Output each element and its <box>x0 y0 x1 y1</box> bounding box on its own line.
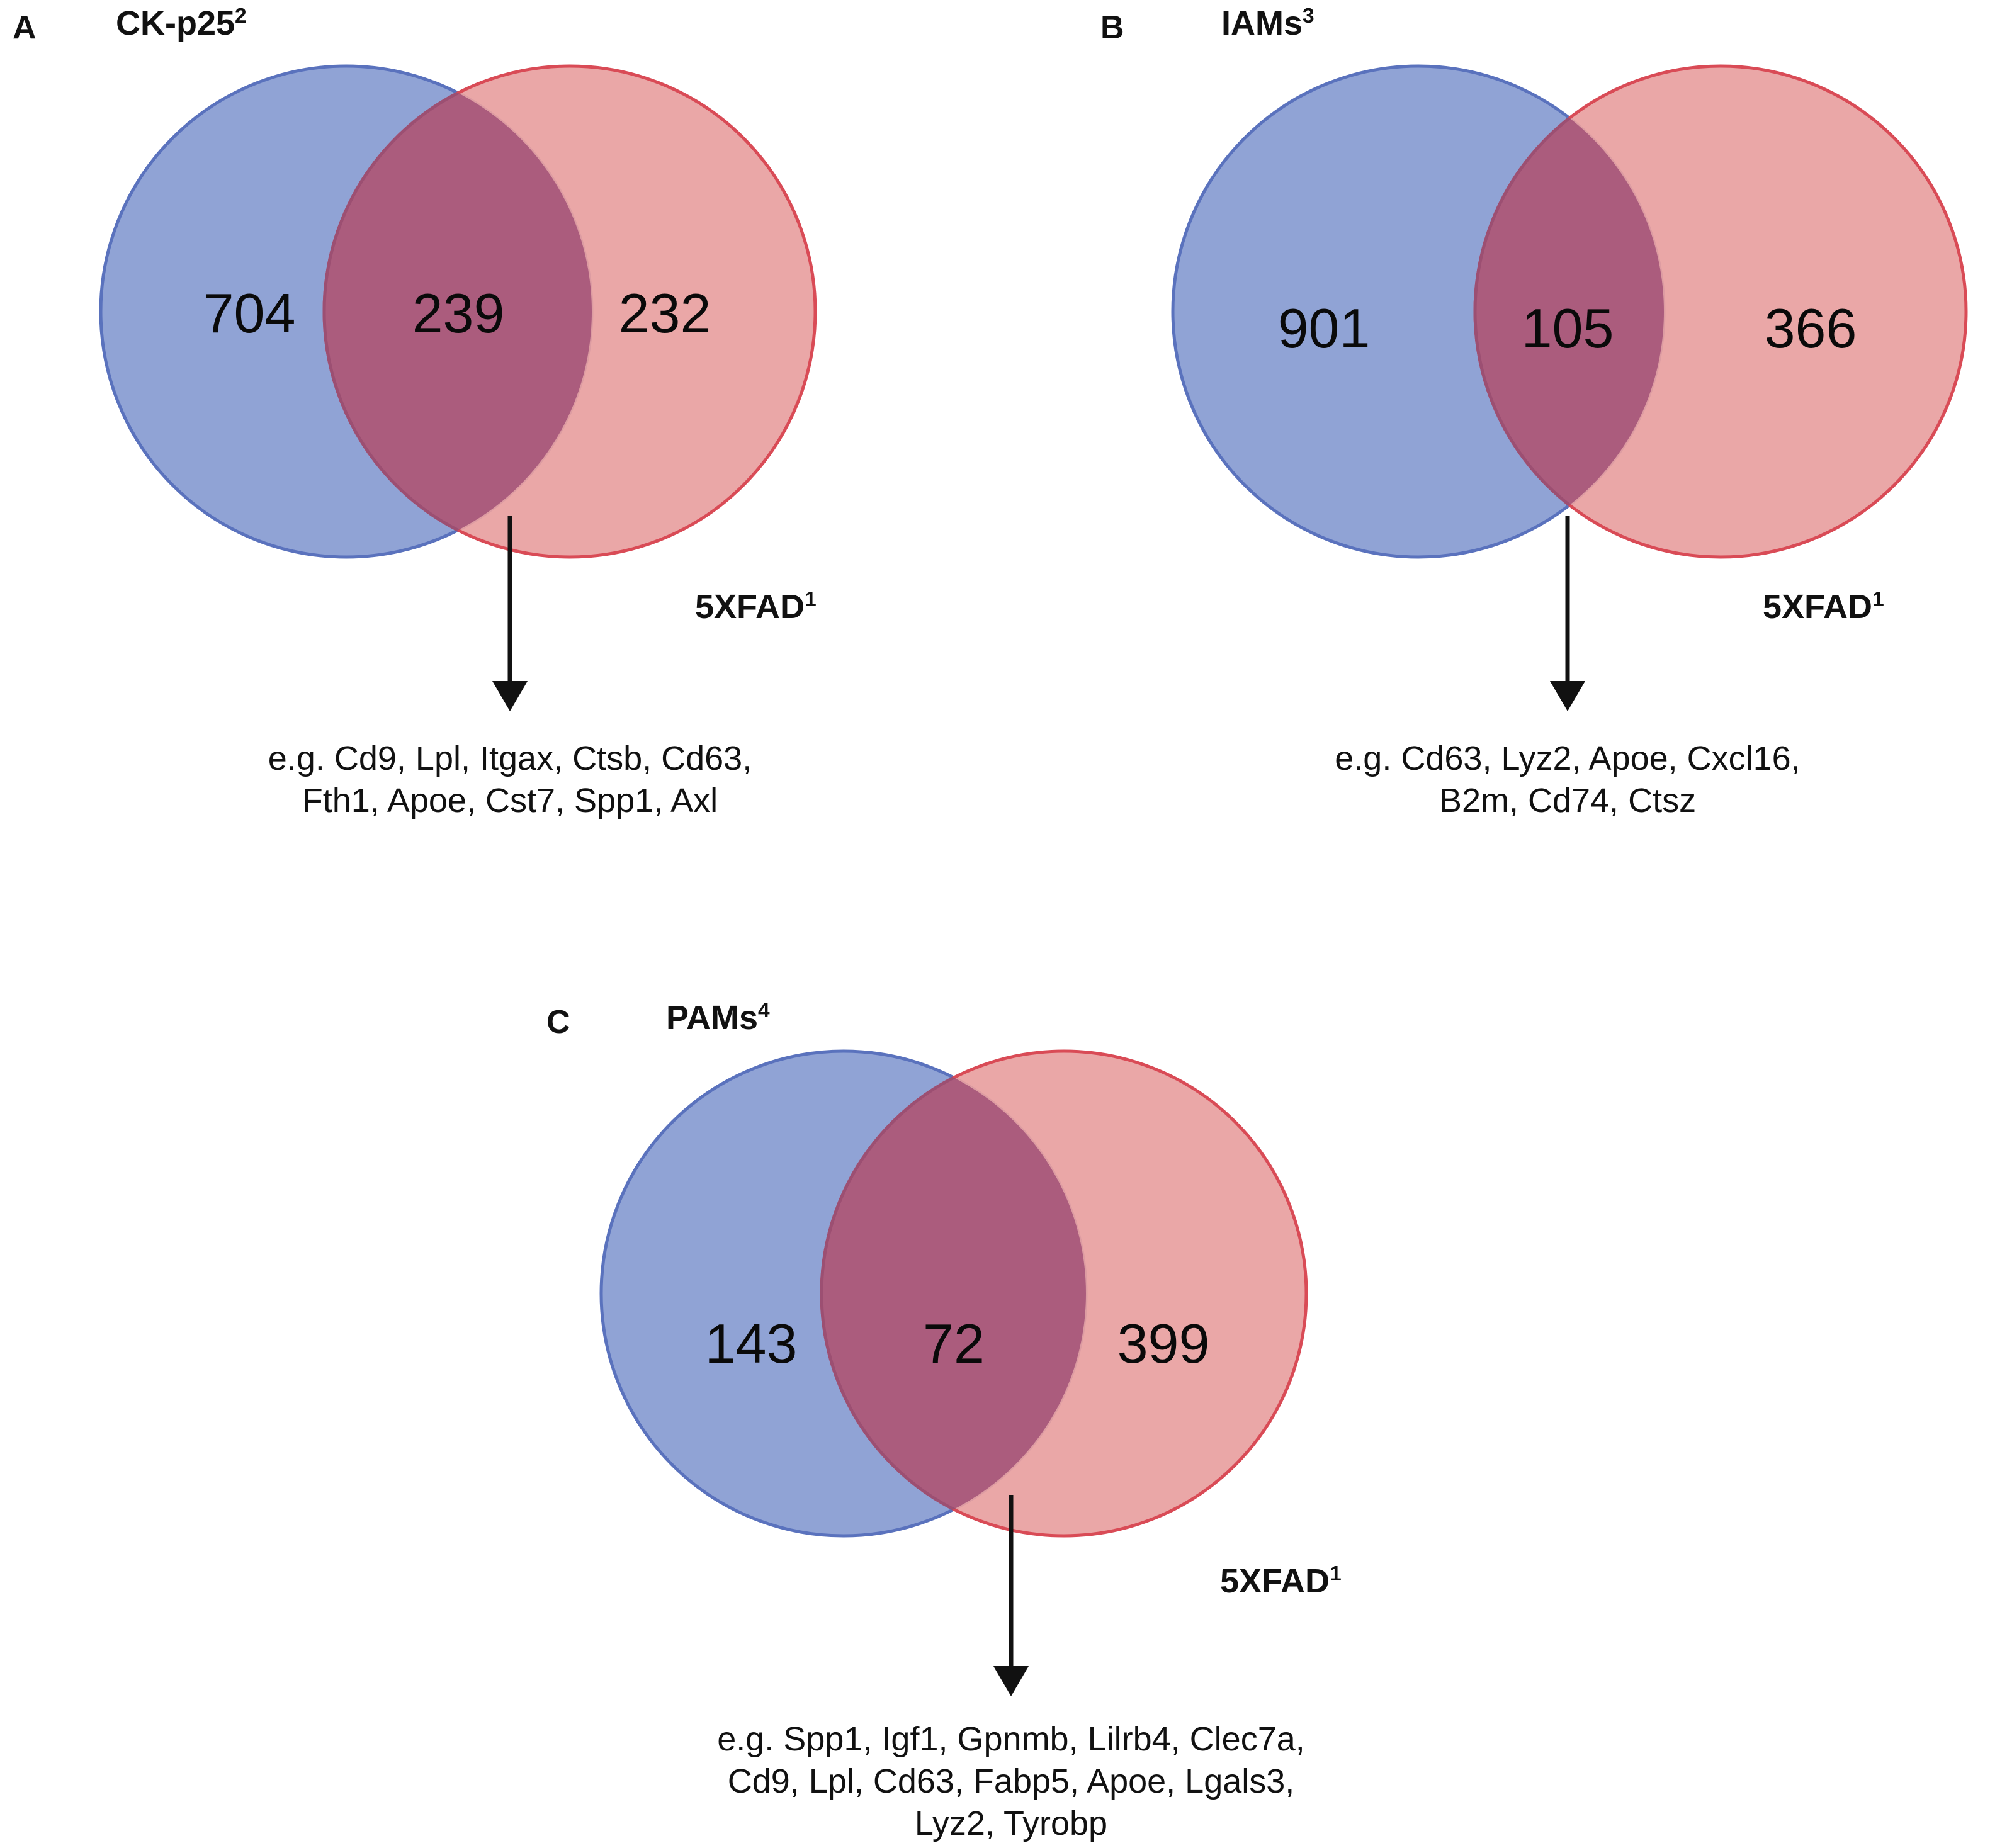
panel-a-letter: A <box>13 9 37 46</box>
panel-c-right-set-name: 5XFAD <box>1220 1562 1330 1600</box>
panel-a-gene-line-1: e.g. Cd9, Lpl, Itgax, Ctsb, Cd63, <box>268 740 752 777</box>
panel-b-right-set-name: 5XFAD <box>1763 588 1873 626</box>
panel-a-gene-line-2: Fth1, Apoe, Cst7, Spp1, Axl <box>302 781 718 820</box>
panel-c-right-set-label-visible: 5XFAD1 <box>1220 1562 1342 1600</box>
panel-b-shared-gene-list: e.g. Cd63, Lyz2, Apoe, Cxcl16, B2m, Cd74… <box>1335 738 1800 822</box>
panel-c-count-right-only: 399 <box>1117 1312 1210 1375</box>
panel-b-left-set-name: IAMs <box>1221 4 1303 42</box>
panel-b-arrow <box>1550 516 1585 711</box>
panel-b-venn-diagram: 901 105 366 <box>1170 57 2001 573</box>
panel-a-left-set-superscript: 2 <box>235 4 247 28</box>
panel-a-left-set-name: CK-p25 <box>116 4 235 42</box>
panel-a-right-set-name: 5XFAD <box>695 588 805 626</box>
panel-a-right-set-label: 5XFAD1 <box>695 588 817 626</box>
panel-b-letter: B <box>1100 9 1125 46</box>
panel-c-shared-gene-list: e.g. Spp1, Igf1, Gpnmb, Lilrb4, Clec7a, … <box>717 1718 1305 1845</box>
panel-a-overlap-region <box>322 66 592 557</box>
panel-a: A CK-p252 704 239 232 5XFAD1 <box>0 0 982 881</box>
panel-b-gene-line-2: B2m, Cd74, Ctsz <box>1439 781 1697 820</box>
panel-a-left-set-title: CK-p252 <box>116 6 247 40</box>
panel-c-arrow <box>993 1495 1029 1696</box>
panel-a-count-right-only: 232 <box>618 282 711 344</box>
panel-b-count-right-only: 366 <box>1764 297 1857 359</box>
panel-a-venn-diagram: 704 239 232 <box>94 57 837 573</box>
panel-c-gene-line-2: Cd9, Lpl, Cd63, Fabp5, Apoe, Lgals3, <box>727 1762 1295 1800</box>
panel-b-left-set-title: IAMs3 <box>1221 6 1314 40</box>
panel-b-left-set-superscript: 3 <box>1303 4 1314 28</box>
panel-a-right-set-superscript: 1 <box>805 588 817 611</box>
panel-b-count-intersection: 105 <box>1521 297 1614 359</box>
panel-b-gene-line-1: e.g. Cd63, Lyz2, Apoe, Cxcl16, <box>1335 740 1801 777</box>
panel-b-right-set-label: 5XFAD1 <box>1763 588 1884 626</box>
panel-c-gene-line-1: e.g. Spp1, Igf1, Gpnmb, Lilrb4, Clec7a, <box>717 1720 1305 1758</box>
panel-b-count-left-only: 901 <box>1277 297 1371 359</box>
panel-c-left-set-name: PAMs <box>666 999 759 1037</box>
panel-c: C PAMs4 143 72 399 5XF <box>529 988 1486 1848</box>
panel-a-count-left-only: 704 <box>203 282 296 344</box>
panel-b-overlap-region <box>1473 66 1664 557</box>
panel-a-arrow <box>492 516 528 711</box>
panel-b: B IAMs3 901 105 366 5XFAD1 <box>1020 0 2007 881</box>
panel-c-overlap-region <box>820 1051 1086 1536</box>
panel-c-letter: C <box>546 1004 571 1040</box>
panel-b-right-set-superscript: 1 <box>1872 588 1884 611</box>
panel-c-left-set-superscript: 4 <box>758 999 770 1022</box>
panel-a-count-intersection: 239 <box>412 282 505 344</box>
panel-c-right-set-superscript: 1 <box>1330 1562 1342 1586</box>
panel-c-count-left-only: 143 <box>704 1312 798 1375</box>
panel-c-gene-line-3: Lyz2, Tyrobp <box>914 1804 1108 1842</box>
panel-c-left-set-title: PAMs4 <box>666 999 770 1037</box>
panel-a-shared-gene-list: e.g. Cd9, Lpl, Itgax, Ctsb, Cd63, Fth1, … <box>268 738 752 822</box>
panel-c-count-intersection: 72 <box>923 1312 985 1375</box>
panel-c-venn-diagram: 143 72 399 <box>598 1042 1410 1552</box>
